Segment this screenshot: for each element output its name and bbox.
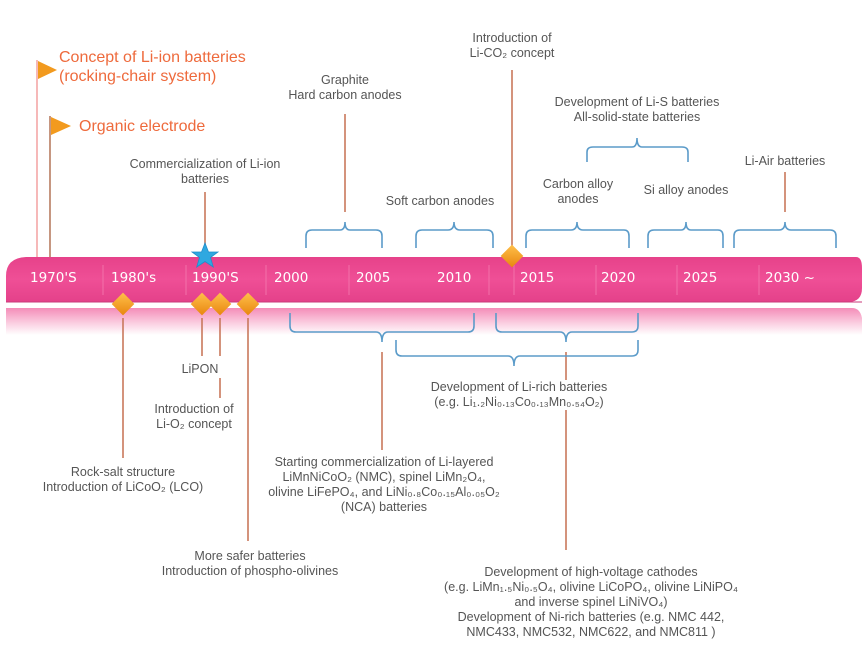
label-line: batteries: [181, 172, 229, 186]
label-layered: Starting commercialization of Li-layered…: [252, 455, 516, 515]
label-line: Introduction of: [154, 402, 234, 416]
label-olivines: More safer batteries Introduction of pho…: [150, 549, 350, 579]
label-line: Si alloy anodes: [643, 183, 729, 197]
period-label: 2000: [274, 270, 309, 286]
star-icon: [190, 241, 220, 268]
timeline-band-reflection: [6, 308, 862, 335]
period-label: 2030 ~: [765, 270, 815, 286]
label-line: NMC433, NMC532, NMC622, and NMC811 ): [466, 625, 716, 639]
flag-label-line: Concept of Li-ion batteries: [59, 49, 246, 66]
label-commercialization: Commercialization of Li-ion batteries: [100, 157, 310, 187]
label-line: (e.g. LiMn₁.₅Ni₀.₅O₄, olivine LiCoPO₄, o…: [444, 580, 738, 594]
label-line: LiMnNiCoO₂ (NMC), spinel LiMn₂O₄,: [282, 470, 486, 484]
bracket-graphite: [305, 221, 383, 248]
flag-label-organic: Organic electrode: [79, 117, 205, 136]
bracket-si-alloy: [647, 221, 724, 248]
period-label: 2020: [601, 270, 636, 286]
label-line: More safer batteries: [194, 549, 306, 563]
label-li-o2: Introduction of Li-O₂ concept: [140, 402, 248, 432]
period-label: 1990'S: [192, 270, 239, 286]
label-line: and inverse spinel LiNiVO₄): [514, 595, 668, 609]
period-label: 2005: [356, 270, 391, 286]
label-li-co2: Introduction of Li-CO₂ concept: [450, 31, 574, 61]
flag-label-line: (rocking-chair system): [59, 68, 217, 85]
label-high-voltage: Development of high-voltage cathodes (e.…: [404, 565, 778, 640]
label-line: Graphite: [321, 73, 369, 87]
label-li-rich: Development of Li-rich batteries (e.g. L…: [400, 380, 638, 410]
label-line: anodes: [557, 192, 599, 206]
bracket-soft-carbon: [415, 221, 494, 248]
label-line: Introduction of LiCoO₂ (LCO): [42, 480, 204, 494]
label-line: Introduction of phospho-olivines: [161, 564, 339, 578]
period-label: 2025: [683, 270, 718, 286]
label-line: All-solid-state batteries: [573, 110, 701, 124]
label-line: (NCA) batteries: [340, 500, 428, 514]
label-line: (e.g. Li₁.₂Ni₀.₁₃Co₀.₁₃Mn₀.₅₄O₂): [434, 395, 604, 409]
label-line: Introduction of: [472, 31, 552, 45]
label-soft-carbon: Soft carbon anodes: [370, 194, 510, 209]
label-line: Development of Li-rich batteries: [430, 380, 608, 394]
label-line: Soft carbon anodes: [385, 194, 495, 208]
bracket-li-rich-upper: [495, 313, 639, 343]
period-label: 1970'S: [30, 270, 77, 286]
label-line: Commercialization of Li-ion: [129, 157, 281, 171]
label-line: olivine LiFePO₄, and LiNi₀.₈Co₀.₁₅Al₀.₀₅…: [268, 485, 500, 499]
label-li-s: Development of Li-S batteries All-solid-…: [530, 95, 744, 125]
label-line: Rock-salt structure: [70, 465, 176, 479]
period-label: 2015: [520, 270, 555, 286]
brackets-above: [305, 137, 837, 248]
label-graphite: Graphite Hard carbon anodes: [270, 73, 420, 103]
bracket-li-air: [733, 221, 837, 248]
label-line: Development of Li-S batteries: [554, 95, 720, 109]
flag-label-line: Organic electrode: [79, 118, 206, 135]
label-carbon-alloy: Carbon alloy anodes: [530, 177, 626, 207]
label-li-air: Li-Air batteries: [730, 154, 840, 169]
period-label: 2010: [437, 270, 472, 286]
label-line: Li-Air batteries: [744, 154, 826, 168]
flag-label-concept: Concept of Li-ion batteries (rocking-cha…: [59, 48, 246, 86]
bracket-layered: [289, 313, 475, 343]
label-line: LiPON: [181, 362, 219, 376]
bracket-carbon-alloy: [525, 221, 630, 248]
period-dividers: [102, 265, 760, 295]
label-line: Starting commercialization of Li-layered: [274, 455, 494, 469]
label-si-alloy: Si alloy anodes: [628, 183, 744, 198]
label-line: Li-O₂ concept: [156, 417, 232, 431]
period-label: 1980's: [111, 270, 157, 286]
label-line: Li-CO₂ concept: [469, 46, 555, 60]
label-lco: Rock-salt structure Introduction of LiCo…: [20, 465, 226, 495]
label-line: Development of high-voltage cathodes: [484, 565, 698, 579]
timeline-band: [6, 257, 862, 302]
label-lipon: LiPON: [160, 362, 240, 377]
bracket-li-rich-lower: [395, 340, 639, 367]
label-line: Carbon alloy: [542, 177, 614, 191]
bracket-li-s: [586, 137, 689, 162]
flag-icon: [38, 61, 57, 79]
label-line: Development of Ni-rich batteries (e.g. N…: [457, 610, 725, 624]
flag-icon: [51, 117, 71, 135]
label-line: Hard carbon anodes: [288, 88, 402, 102]
brackets-below: [289, 313, 639, 367]
